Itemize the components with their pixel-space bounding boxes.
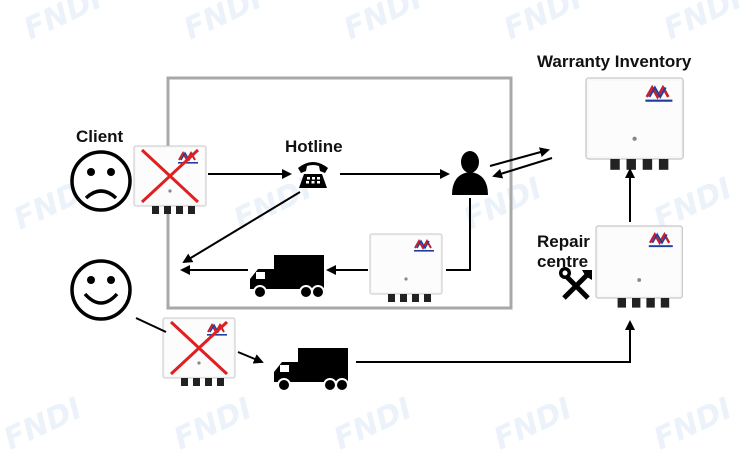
watermark-text: FNDI bbox=[489, 391, 578, 457]
repair-centre-label: Repair centre bbox=[537, 232, 590, 271]
warranty-inventory-device bbox=[584, 76, 685, 172]
warranty-inventory-label: Warranty Inventory bbox=[537, 52, 692, 71]
sad-face-icon bbox=[70, 150, 132, 212]
tools-icon bbox=[559, 267, 592, 300]
truck-icon bbox=[249, 254, 325, 299]
arrow-inventory-to-person bbox=[492, 157, 553, 179]
arrow-faulty-to-truck bbox=[237, 351, 264, 364]
arrow-person-to-inventory bbox=[489, 147, 550, 167]
watermark-text: FNDI bbox=[0, 391, 87, 457]
client-label: Client bbox=[76, 127, 124, 146]
person-icon bbox=[452, 151, 488, 195]
flow-arrows bbox=[135, 147, 635, 364]
watermark-text: FNDI bbox=[329, 391, 418, 457]
returned-faulty-inverter-device bbox=[162, 317, 236, 387]
line-person-to-replacement bbox=[446, 198, 471, 271]
hotline-label: Hotline bbox=[285, 137, 343, 156]
faulty-inverter-device bbox=[133, 145, 207, 215]
arrow-truck-to-repair bbox=[356, 320, 635, 363]
repaired-inverter-device bbox=[594, 224, 684, 309]
line-client-to-faulty bbox=[135, 317, 167, 333]
watermark-text: FNDI bbox=[649, 391, 738, 457]
truck-icon bbox=[273, 347, 349, 392]
happy-face-icon bbox=[70, 259, 132, 321]
watermark-text: FNDI bbox=[169, 391, 258, 457]
watermark-text: FNDI bbox=[499, 0, 588, 47]
watermark-text: FNDI bbox=[659, 0, 748, 47]
watermark-text: FNDI bbox=[179, 0, 268, 47]
arrow-hotline-to-client bbox=[182, 191, 301, 264]
telephone-icon bbox=[298, 162, 328, 188]
watermark-text: FNDI bbox=[339, 0, 428, 47]
replacement-inverter-device bbox=[369, 233, 443, 303]
watermark-text: FNDI bbox=[19, 0, 108, 47]
